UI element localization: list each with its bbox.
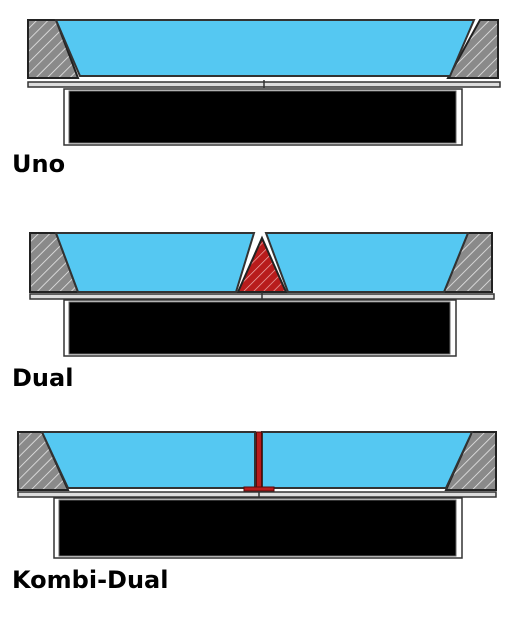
base-block bbox=[68, 301, 451, 355]
glass-pane-left bbox=[54, 232, 256, 293]
glass-pane bbox=[54, 19, 476, 77]
glass-pane-left bbox=[40, 431, 256, 489]
t-divider-stem bbox=[256, 431, 262, 491]
variant-dual bbox=[29, 232, 495, 357]
base-block bbox=[58, 499, 457, 557]
left-frame-profile bbox=[17, 431, 70, 491]
right-frame-profile bbox=[446, 19, 499, 79]
t-divider-foot bbox=[243, 486, 275, 492]
variant-uno bbox=[27, 19, 501, 146]
variant-kombi-dual bbox=[17, 431, 497, 559]
glass-pane-right bbox=[261, 431, 474, 489]
base-block bbox=[68, 90, 457, 144]
variant-label-uno: Uno bbox=[12, 150, 66, 178]
variant-label-dual: Dual bbox=[12, 364, 74, 392]
left-frame-profile bbox=[27, 19, 80, 79]
glass-pane-right bbox=[264, 232, 470, 293]
variant-label-kombi-dual: Kombi-Dual bbox=[12, 566, 169, 594]
base-bar bbox=[17, 491, 497, 498]
